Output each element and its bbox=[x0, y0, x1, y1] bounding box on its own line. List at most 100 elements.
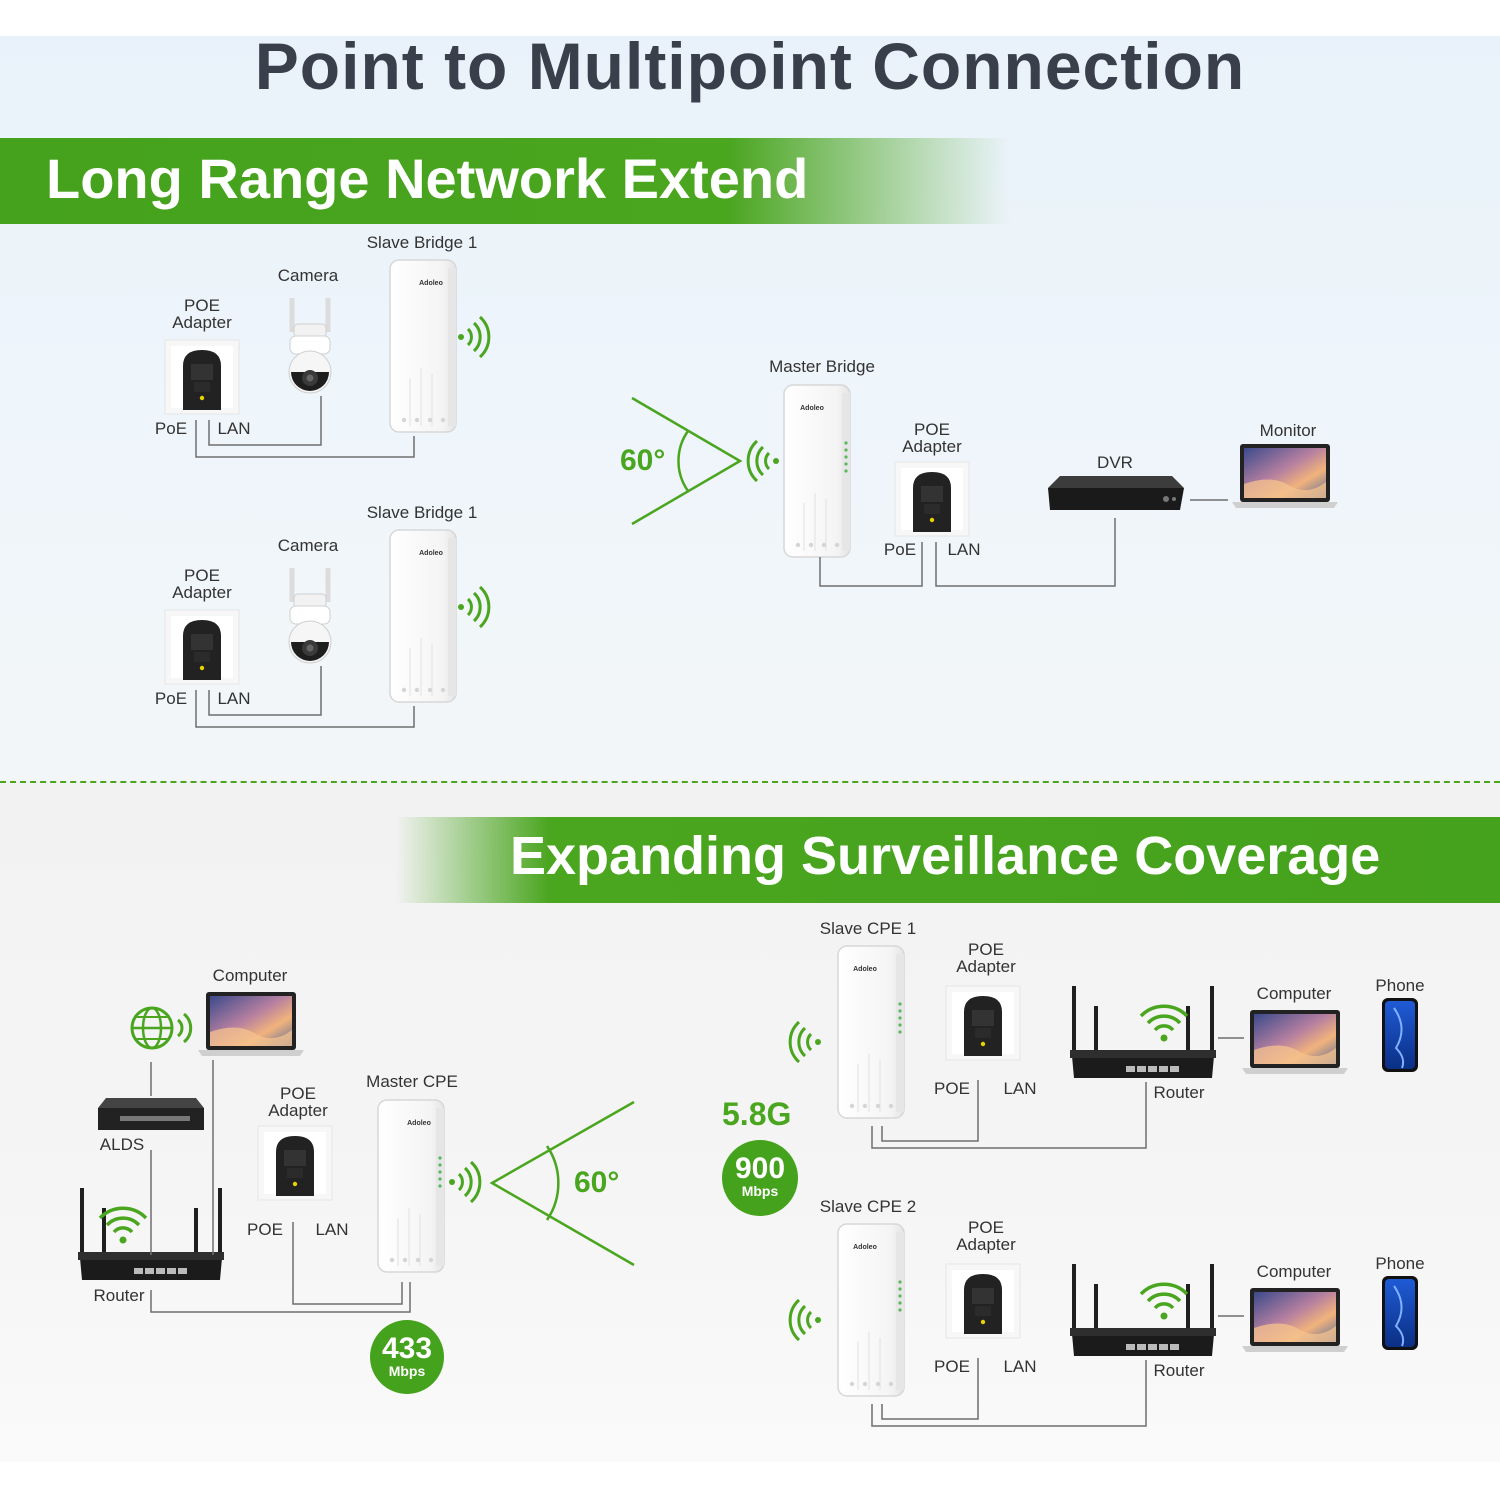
wireless-signal-icon bbox=[447, 1160, 482, 1204]
dvr-label: DVR bbox=[1097, 453, 1133, 472]
router-label: Router bbox=[1153, 1083, 1205, 1102]
wireless-signal-icon bbox=[456, 585, 491, 629]
brand-logo: Adoleo bbox=[419, 550, 443, 557]
wifi-icon bbox=[1139, 1282, 1189, 1322]
speed-badge: 900 Mbps bbox=[722, 1140, 798, 1216]
phone-label: Phone bbox=[1375, 976, 1425, 995]
angle-arc bbox=[677, 430, 690, 492]
section-banner: Long Range Network Extend bbox=[0, 138, 1010, 224]
speed-unit: Mbps bbox=[741, 1183, 779, 1199]
poe-adapter-icon bbox=[257, 1125, 333, 1201]
page-title: Point to Multipoint Connection bbox=[254, 29, 1246, 103]
brand-logo: Adoleo bbox=[407, 1120, 431, 1127]
wifi-icon bbox=[1139, 1004, 1189, 1044]
section-banner: Expanding Surveillance Coverage bbox=[395, 817, 1500, 903]
computer-laptop-icon bbox=[1242, 1010, 1348, 1074]
poe-adapter-icon bbox=[894, 461, 970, 537]
port-poe-label: PoE bbox=[154, 419, 188, 438]
globe-icon bbox=[130, 1006, 193, 1050]
computer-label: Computer bbox=[1256, 1262, 1332, 1281]
wifi-icon bbox=[98, 1206, 148, 1246]
port-lan-label: LAN bbox=[217, 689, 251, 708]
poe-adapter-label: POE Adapter bbox=[172, 566, 232, 602]
wireless-signal-icon bbox=[456, 315, 491, 359]
cable-line bbox=[195, 420, 415, 458]
camera-icon bbox=[289, 298, 331, 393]
computer-laptop-icon bbox=[198, 992, 304, 1056]
poe-adapter-icon bbox=[164, 339, 240, 415]
wireless-signal-icon bbox=[788, 1298, 823, 1342]
port-lan-label: LAN bbox=[315, 1220, 349, 1239]
poe-adapter-label: POE Adapter bbox=[956, 1218, 1016, 1254]
phone-label: Phone bbox=[1375, 1254, 1425, 1273]
cable-line bbox=[881, 1080, 979, 1142]
slave-bridge-label: Slave Bridge 1 bbox=[366, 503, 478, 522]
wireless-signal-icon bbox=[746, 439, 781, 483]
phone-icon bbox=[1381, 997, 1419, 1073]
angle-cone bbox=[489, 1100, 635, 1267]
port-lan-label: LAN bbox=[1003, 1357, 1037, 1376]
slave-bridge-label: Slave Bridge 1 bbox=[366, 233, 478, 252]
poe-adapter-icon bbox=[164, 609, 240, 685]
cable-line bbox=[195, 690, 415, 728]
port-poe-label: POE bbox=[247, 1220, 283, 1239]
cable-line bbox=[292, 1222, 403, 1305]
port-poe-label: POE bbox=[934, 1357, 970, 1376]
camera-label: Camera bbox=[277, 536, 339, 555]
section-heading: Long Range Network Extend bbox=[46, 147, 809, 210]
slave-cpe-label: Slave CPE 1 bbox=[819, 919, 917, 938]
cable-line bbox=[819, 542, 923, 587]
computer-label: Computer bbox=[1256, 984, 1332, 1003]
brand-logo: Adoleo bbox=[853, 1244, 877, 1251]
master-bridge-label: Master Bridge bbox=[769, 357, 875, 376]
brand-logo: Adoleo bbox=[853, 966, 877, 973]
master-cpe-label: Master CPE bbox=[366, 1072, 458, 1091]
angle-label: 60° bbox=[620, 444, 666, 477]
slave-cpe-label: Slave CPE 2 bbox=[819, 1197, 917, 1216]
cable-line bbox=[881, 1358, 979, 1420]
cable-line bbox=[208, 666, 322, 716]
dvr-icon bbox=[1048, 476, 1184, 510]
poe-adapter-icon bbox=[945, 1263, 1021, 1339]
port-lan-label: LAN bbox=[1003, 1079, 1037, 1098]
poe-adapter-label: POE Adapter bbox=[172, 296, 232, 332]
cable-line bbox=[935, 518, 1116, 587]
brand-logo: Adoleo bbox=[419, 280, 443, 287]
phone-icon bbox=[1381, 1275, 1419, 1351]
router-icon bbox=[1068, 984, 1218, 1080]
camera-label: Camera bbox=[277, 266, 339, 285]
router-label: Router bbox=[93, 1286, 145, 1305]
angle-cone bbox=[631, 396, 743, 526]
port-poe-label: POE bbox=[934, 1079, 970, 1098]
cable-line bbox=[150, 1282, 411, 1313]
poe-adapter-label: POE Adapter bbox=[956, 940, 1016, 976]
angle-label: 60° bbox=[574, 1166, 620, 1199]
alds-switch-icon bbox=[98, 1098, 204, 1130]
speed-value: 900 bbox=[734, 1152, 786, 1185]
wireless-signal-icon bbox=[788, 1020, 823, 1064]
speed-badge: 433 Mbps bbox=[370, 1320, 444, 1394]
router-label: Router bbox=[1153, 1361, 1205, 1380]
section-heading: Expanding Surveillance Coverage bbox=[510, 826, 1381, 886]
port-poe-label: PoE bbox=[154, 689, 188, 708]
port-lan-label: LAN bbox=[947, 540, 981, 559]
alds-label: ALDS bbox=[99, 1135, 145, 1154]
section-divider bbox=[0, 781, 1500, 783]
computer-laptop-icon bbox=[1242, 1288, 1348, 1352]
poe-adapter-label: POE Adapter bbox=[268, 1084, 328, 1120]
angle-arc bbox=[545, 1145, 560, 1221]
cable-line bbox=[871, 1360, 1147, 1427]
port-poe-label: PoE bbox=[883, 540, 917, 559]
router-icon bbox=[1068, 1262, 1218, 1358]
frequency-label: 5.8G bbox=[722, 1096, 792, 1132]
camera-icon bbox=[289, 568, 331, 663]
poe-adapter-icon bbox=[945, 985, 1021, 1061]
cable-line bbox=[208, 396, 322, 446]
speed-value: 433 bbox=[381, 1332, 433, 1365]
monitor-icon bbox=[1232, 444, 1338, 508]
cable-line bbox=[871, 1082, 1147, 1149]
computer-label: Computer bbox=[212, 966, 288, 985]
poe-adapter-label: POE Adapter bbox=[902, 420, 962, 456]
